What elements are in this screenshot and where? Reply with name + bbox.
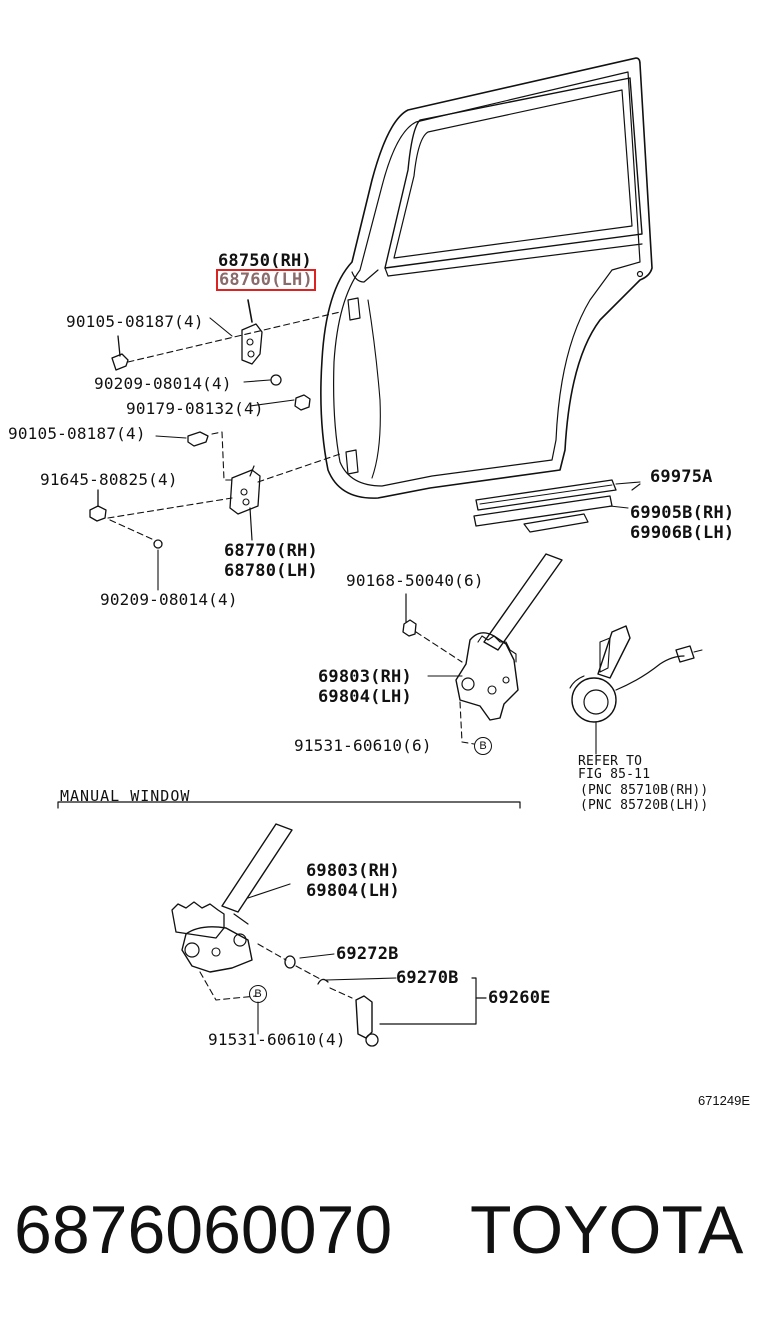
refer-line-1: REFER TO: [578, 754, 643, 769]
label-69270: 69270B: [396, 968, 459, 988]
callout-b-power: B: [474, 737, 492, 755]
refer-line-2: FIG 85-11: [578, 767, 651, 782]
lower-hinge: [187, 431, 341, 541]
manual-regulator: [171, 823, 487, 1047]
label-69906: 69906B(LH): [630, 523, 735, 543]
label-91645: 91645-80825(4): [40, 470, 178, 489]
label-90168: 90168-50040(6): [346, 571, 484, 590]
label-90179: 90179-08132(4): [126, 399, 264, 418]
label-69803-manual: 69803(RH): [306, 861, 400, 881]
label-69260: 69260E: [488, 988, 551, 1008]
bolt-upper: [111, 311, 341, 371]
label-68760-highlighted[interactable]: 68760(LH): [216, 269, 316, 291]
glass-run-channels: [473, 479, 641, 533]
label-90209-upper: 90209-08014(4): [94, 374, 232, 393]
label-91531-power: 91531-60610(6): [294, 736, 432, 755]
label-69975: 69975A: [650, 467, 713, 487]
power-regulator: [402, 553, 563, 745]
brand-name: TOYOTA: [470, 1192, 744, 1268]
label-69905: 69905B(RH): [630, 503, 735, 523]
label-68780: 68780(LH): [224, 561, 318, 581]
label-90105-lower: 90105-08187(4): [8, 424, 146, 443]
refer-line-3: (PNC 85710B(RH)): [580, 783, 709, 798]
label-68750: 68750(RH): [218, 251, 312, 271]
window-motor: [569, 625, 703, 755]
part-number: 6876060070: [14, 1192, 393, 1268]
parts-diagram: [57, 57, 703, 1047]
label-69804-manual: 69804(LH): [306, 881, 400, 901]
door-panel: [320, 57, 653, 499]
label-69803-power: 69803(RH): [318, 667, 412, 687]
refer-line-4: (PNC 85720B(LH)): [580, 798, 709, 813]
label-91531-manual: 91531-60610(4): [208, 1030, 346, 1049]
label-90105-upper: 90105-08187(4): [66, 312, 204, 331]
label-90209-lower: 90209-08014(4): [100, 590, 238, 609]
label-68770: 68770(RH): [224, 541, 318, 561]
figure-reference: 671249E: [697, 1093, 750, 1108]
manual-window-heading: MANUAL WINDOW: [60, 787, 191, 805]
label-69804-power: 69804(LH): [318, 687, 412, 707]
callout-b-manual: B: [249, 985, 267, 1003]
label-69272: 69272B: [336, 944, 399, 964]
upper-hinge: [241, 299, 263, 365]
